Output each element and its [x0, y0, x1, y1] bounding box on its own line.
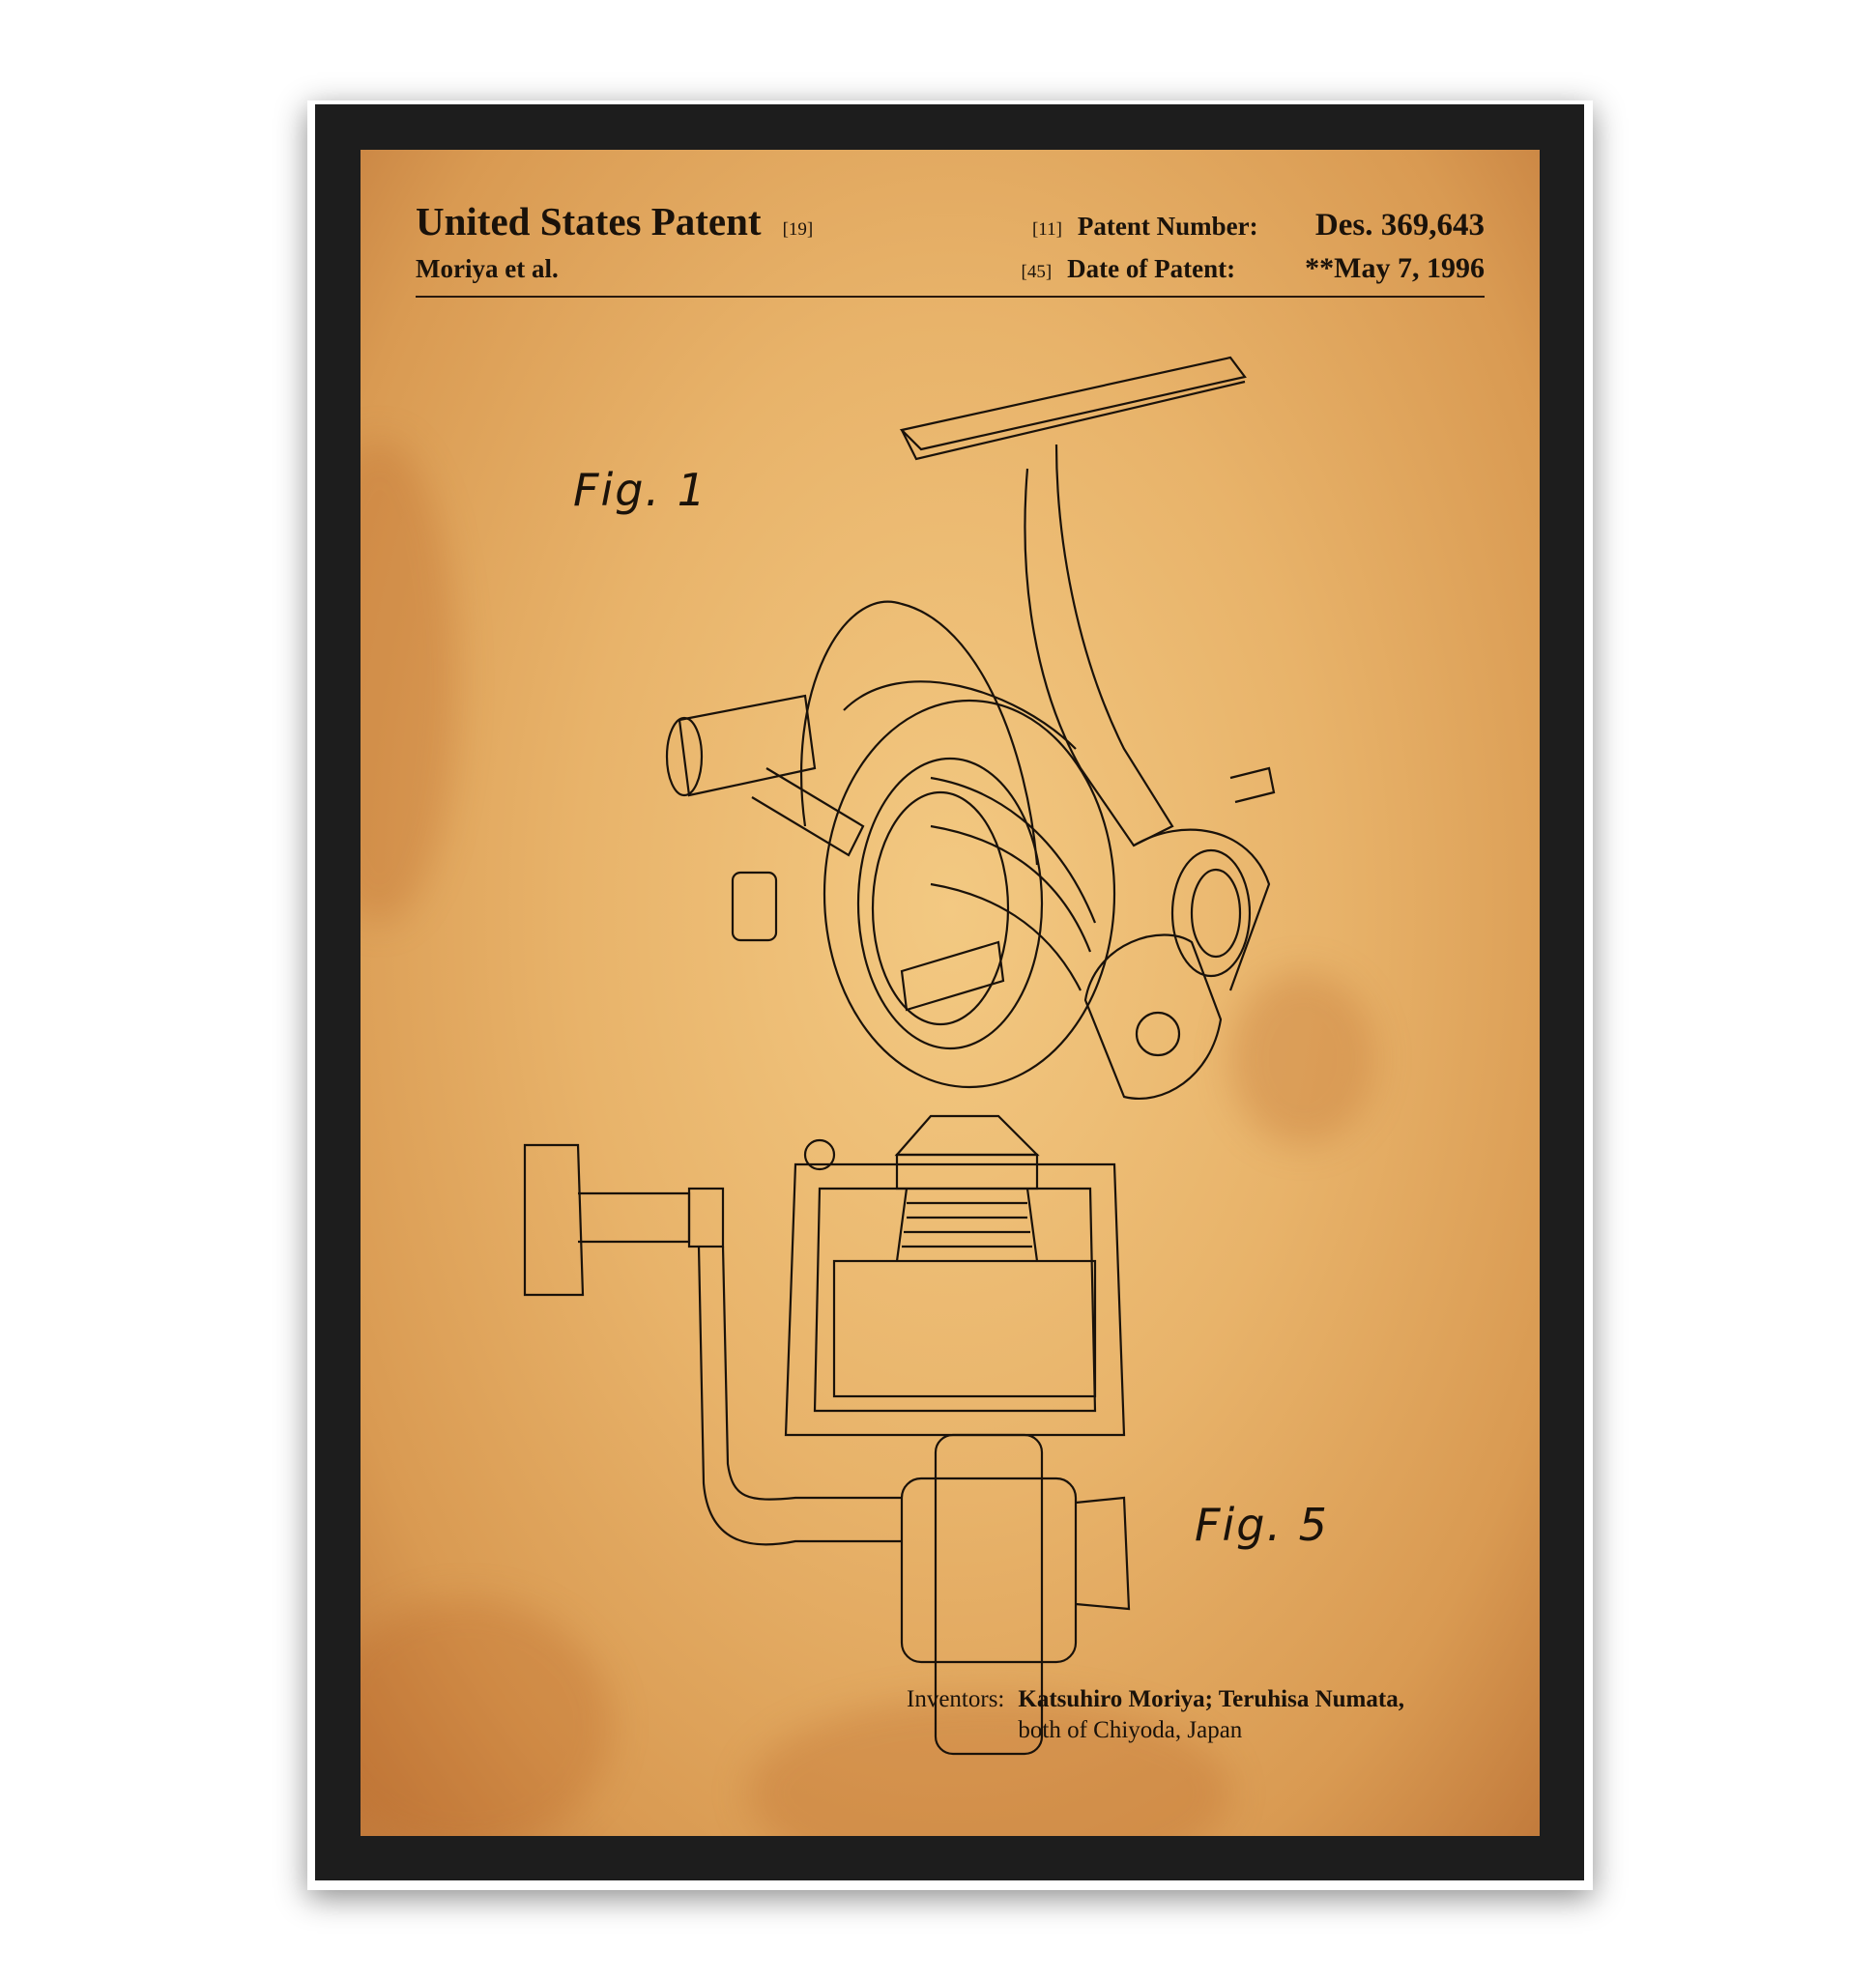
- inventor-location: both of Chiyoda, Japan: [1018, 1717, 1243, 1743]
- patent-title: United States Patent: [416, 199, 762, 244]
- header-row-1: United States Patent [19] [11] Patent Nu…: [416, 198, 1485, 244]
- fig5-reel-drawing: [523, 1114, 1131, 1756]
- patent-number-code: [11]: [1031, 219, 1062, 240]
- header-row-2: Moriya et al. [45] Date of Patent: **May…: [416, 252, 1485, 285]
- patent-number: Des. 369,643: [1314, 208, 1485, 243]
- header-rule: [416, 296, 1485, 298]
- patent-paper: United States Patent [19] [11] Patent Nu…: [361, 150, 1540, 1836]
- title-code: [19]: [782, 219, 814, 240]
- inventors-block: Inventors: Katsuhiro Moriya; Teruhisa Nu…: [907, 1686, 1404, 1744]
- date-code: [45]: [1021, 262, 1053, 282]
- inventor-names: Katsuhiro Moriya; Teruhisa Numata,: [1018, 1686, 1404, 1712]
- poster-frame: United States Patent [19] [11] Patent Nu…: [315, 104, 1584, 1880]
- patent-date: **May 7, 1996: [1305, 252, 1485, 284]
- patent-number-label: Patent Number:: [1077, 212, 1258, 241]
- fig1-reel-drawing: [665, 356, 1276, 1100]
- date-label: Date of Patent:: [1067, 254, 1236, 283]
- fig1-label: Fig. 1: [573, 464, 707, 516]
- assignee: Moriya et al.: [416, 254, 559, 283]
- fig5-label: Fig. 5: [1195, 1499, 1329, 1551]
- inventors-label: Inventors:: [907, 1686, 1005, 1712]
